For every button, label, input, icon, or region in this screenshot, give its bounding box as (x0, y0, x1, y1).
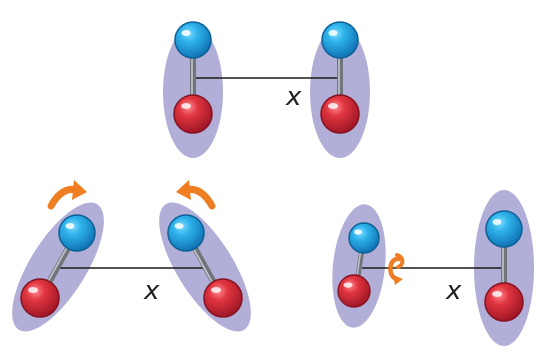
curved-rotation-arrow-icon (176, 180, 216, 210)
atom-shine (28, 287, 38, 293)
molecule (337, 222, 380, 308)
bottom-left-pair: x (12, 180, 251, 332)
blue-atom (174, 21, 212, 59)
axial-rotation-arrow-icon (388, 253, 405, 285)
atom-shine (354, 229, 362, 235)
atom-shine (181, 30, 191, 36)
red-atom (20, 278, 60, 318)
red-atom (484, 282, 524, 322)
atom-shine (65, 223, 75, 229)
atom-shine (174, 223, 184, 229)
blue-atom (58, 214, 96, 252)
molecule (484, 210, 524, 322)
atom-shine (211, 287, 221, 293)
atom-shine (492, 291, 502, 297)
atom-shine (328, 103, 338, 109)
blue-atom (321, 21, 359, 59)
red-atom (320, 94, 360, 134)
molecule (20, 214, 96, 318)
molecule (320, 21, 360, 134)
red-atom (337, 274, 371, 308)
atom-shine (343, 282, 353, 288)
atom-shine (328, 30, 338, 36)
atom-shine (181, 103, 191, 109)
separation-label: x (445, 276, 462, 306)
blue-atom (485, 210, 523, 248)
top-pair: x (163, 21, 370, 158)
atom-shine (492, 219, 502, 225)
blue-atom (167, 214, 205, 252)
separation-label: x (143, 276, 160, 306)
molecule (167, 214, 243, 318)
blue-atom (348, 222, 380, 254)
red-atom (173, 94, 213, 134)
curved-rotation-arrow-icon (47, 180, 87, 210)
molecule (173, 21, 213, 134)
separation-label: x (285, 82, 302, 112)
bottom-right-pair: x (332, 190, 534, 346)
red-atom (203, 278, 243, 318)
